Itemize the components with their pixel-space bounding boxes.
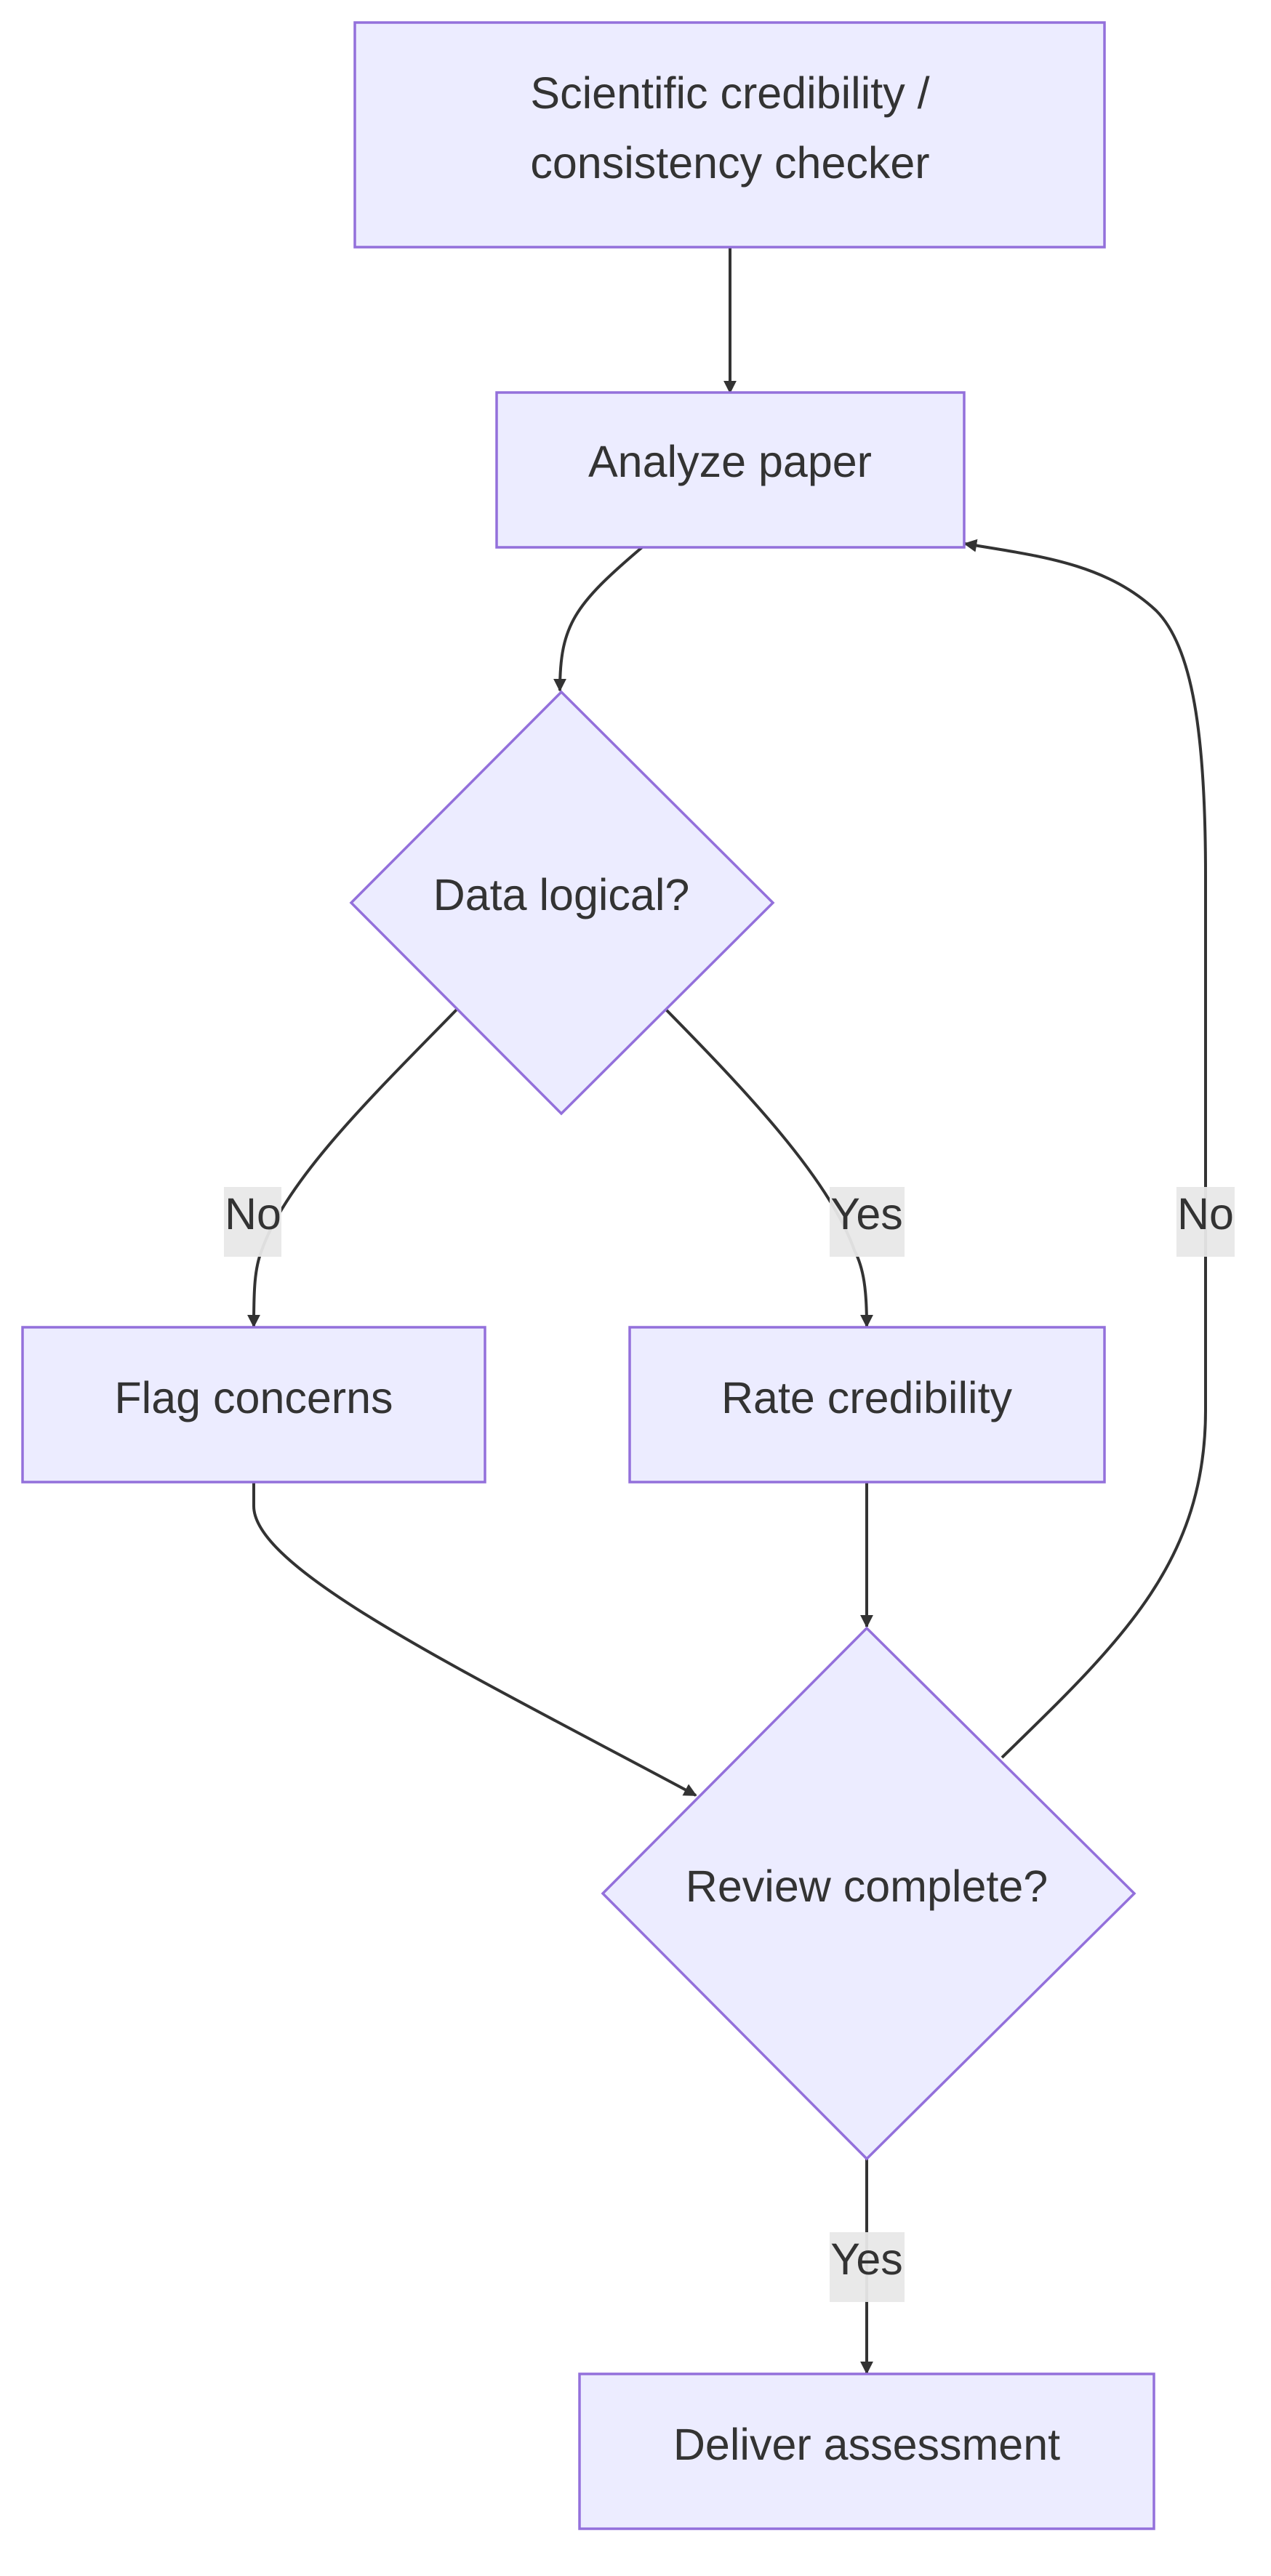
start-node-label-line1: Scientific credibility /: [530, 68, 929, 118]
edge-logical-to-flag: [247, 1008, 458, 1328]
edge-labels: No Yes No Yes: [224, 1187, 1235, 2302]
edge-flag-to-review: [252, 1483, 697, 1797]
start-node-label-line2: consistency checker: [530, 138, 929, 188]
deliver-assessment-node: Deliver assessment: [578, 2372, 1155, 2530]
edges: [247, 247, 1207, 2375]
flag-concerns-node: Flag concerns: [21, 1326, 486, 1484]
rate-credibility-label: Rate credibility: [721, 1373, 1013, 1422]
edge-label-yes-middle-text: Yes: [830, 1189, 903, 1239]
data-logical-label: Data logical?: [433, 870, 690, 919]
review-complete-decision: Review complete?: [601, 1626, 1136, 2161]
edge-label-yes-middle: Yes: [830, 1187, 905, 1257]
edge-review-to-analyze: [963, 539, 1207, 1759]
edge-logical-to-rate: [665, 1008, 873, 1328]
analyze-paper-label: Analyze paper: [588, 437, 872, 486]
rate-credibility-node: Rate credibility: [628, 1326, 1106, 1484]
review-complete-label: Review complete?: [686, 1861, 1048, 1911]
edge-label-no-right: No: [1176, 1187, 1235, 1257]
nodes: Scientific credibility / consistency che…: [21, 21, 1155, 2530]
edge-label-no-right-text: No: [1177, 1189, 1234, 1239]
analyze-paper-node: Analyze paper: [495, 391, 966, 549]
edge-label-no-left: No: [224, 1187, 281, 1257]
edge-label-yes-bottom: Yes: [830, 2232, 905, 2302]
edge-analyze-to-logical: [553, 546, 643, 692]
flag-concerns-label: Flag concerns: [114, 1373, 393, 1422]
start-node: Scientific credibility / consistency che…: [353, 21, 1106, 249]
deliver-assessment-label: Deliver assessment: [673, 2420, 1060, 2469]
data-logical-decision: Data logical?: [349, 690, 775, 1116]
edge-label-no-left-text: No: [225, 1189, 281, 1239]
edge-label-yes-bottom-text: Yes: [830, 2234, 903, 2284]
